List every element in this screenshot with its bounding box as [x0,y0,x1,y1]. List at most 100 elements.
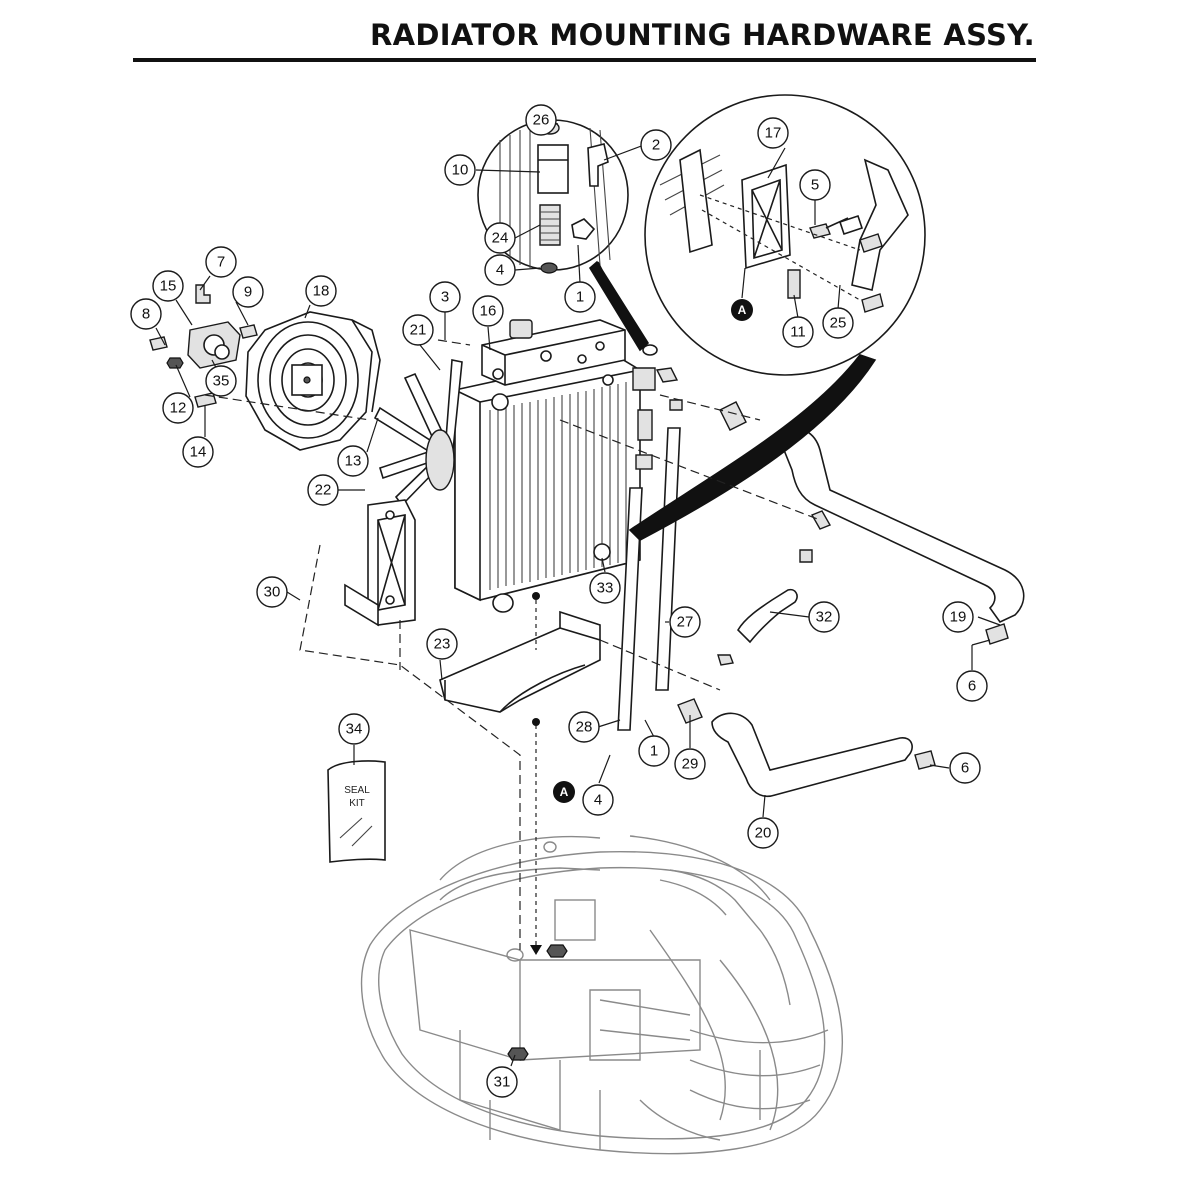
callout-circle [152,270,184,302]
callout-number: 11 [790,324,806,341]
detail-marker-a-lower: A [553,781,575,803]
detail-view-fitting [477,119,641,349]
callout-1: 1 [564,281,596,313]
callout-circle [484,254,516,286]
callout-6b: 6 [949,752,981,784]
callout-number: 20 [755,825,772,842]
leader-lines [155,119,1001,1067]
radiator-core-fins [489,382,627,590]
callout-circle [232,276,264,308]
assembly-lines [204,339,821,955]
callout-number: 13 [345,453,362,470]
callout-22: 22 [307,474,339,506]
callout-number: 19 [950,609,967,626]
callout-31: 31 [486,1066,518,1098]
lower-hose [677,698,936,797]
callout-34: 34 [338,713,370,745]
radiator-bracket [344,499,416,627]
callout-circle [568,711,600,743]
bottom-shroud [439,610,601,713]
callout-4b: 4 [582,784,614,816]
callout-number: 1 [650,743,658,760]
callout-circle [444,154,476,186]
callout-number: 27 [677,614,694,631]
callout-circle [256,576,288,608]
callout-16: 16 [472,295,504,327]
callout-number: 34 [346,721,363,738]
callout-circle [669,606,701,638]
callout-circle [338,713,370,745]
callout-number: 6 [961,760,969,777]
callout-circle [638,735,670,767]
callout-circle [472,295,504,327]
callout-number: 24 [492,230,509,247]
callout-number: 4 [594,792,602,809]
callout-circle [949,752,981,784]
callout-number: 29 [682,756,699,773]
callout-circle [799,169,831,201]
small-hose [717,510,832,666]
callout-15: 15 [152,270,184,302]
callout-circle [130,298,162,330]
callout-number: 2 [652,137,660,154]
callout-number: 17 [765,125,782,142]
callout-18: 18 [305,275,337,307]
callout-circle [305,275,337,307]
callout-number: 7 [217,254,225,271]
callout-circle [162,392,194,424]
callout-group: 1123445667891011121314151617181920212223… [130,104,988,1098]
callout-number: 32 [816,609,833,626]
callout-circle [205,246,237,278]
detail-pointer [628,354,877,541]
callout-13: 13 [337,445,369,477]
callout-circle [429,281,461,313]
callout-circle [782,316,814,348]
callout-number: 21 [410,322,427,339]
callout-number: 3 [441,289,449,306]
callout-17: 17 [757,117,789,149]
detail-view-bracket [644,94,926,376]
callout-number: 10 [452,162,469,179]
callout-19: 19 [942,601,974,633]
callout-30: 30 [256,576,288,608]
callout-14: 14 [182,436,214,468]
detail-marker-a-upper-label: A [738,303,747,317]
callout-number: 30 [264,584,281,601]
callout-circle [182,436,214,468]
callout-2: 2 [640,129,672,161]
callout-circle [307,474,339,506]
callout-number: 5 [811,177,819,194]
callout-number: 8 [142,306,150,323]
callout-number: 23 [434,636,451,653]
seal-kit: SEAL KIT [327,760,386,863]
detail-pointer-small [588,260,650,352]
callout-27: 27 [669,606,701,638]
machine-frame [360,835,844,1155]
overflow-tubes [617,344,683,731]
callout-8: 8 [130,298,162,330]
callout-number: 33 [597,580,614,597]
seal-kit-label-line2: KIT [349,798,365,809]
callout-number: 4 [496,262,504,279]
callout-circle [747,817,779,849]
callout-circle [640,129,672,161]
callout-circle [822,307,854,339]
callout-number: 28 [576,719,593,736]
callout-circle [205,365,237,397]
callout-23: 23 [426,628,458,660]
callout-26: 26 [525,104,557,136]
callout-25: 25 [822,307,854,339]
callout-32: 32 [808,601,840,633]
callout-1b: 1 [638,735,670,767]
callout-circle [337,445,369,477]
callout-3: 3 [429,281,461,313]
callout-5: 5 [799,169,831,201]
callout-number: 31 [494,1074,511,1091]
callout-circle [564,281,596,313]
page-title: RADIATOR MOUNTING HARDWARE ASSY. [370,18,1035,52]
radiator-assembly [454,319,641,613]
callout-7: 7 [205,246,237,278]
hydraulic-motor [149,284,258,408]
callout-number: 1 [576,289,584,306]
